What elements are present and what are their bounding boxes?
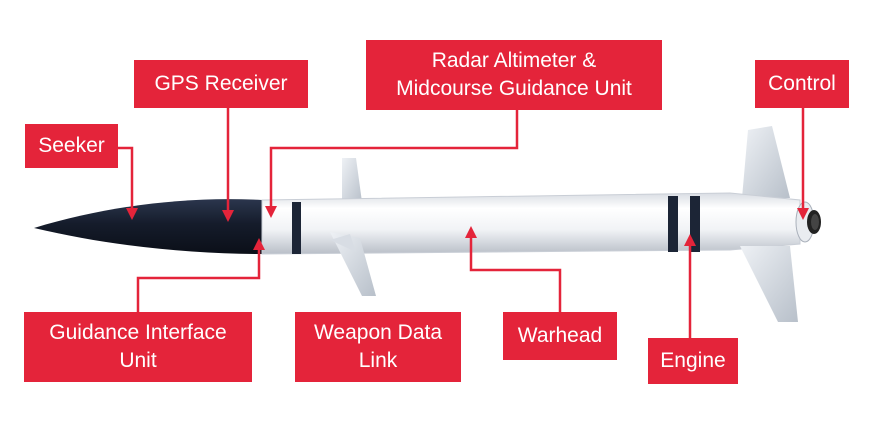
engine-label: Engine bbox=[648, 338, 738, 384]
engine-label-text: Engine bbox=[660, 349, 726, 372]
body-band-1 bbox=[292, 202, 301, 254]
radar-altimeter-label-line1: Radar Altimeter & bbox=[431, 49, 597, 72]
tail-nozzle-inner bbox=[811, 214, 819, 230]
guidance-interface-label-line2: Unit bbox=[119, 349, 157, 372]
seeker-label: Seeker bbox=[25, 124, 118, 168]
radar-altimeter-label: Radar Altimeter & Midcourse Guidance Uni… bbox=[366, 40, 662, 110]
weapon-data-link-label-line2: Link bbox=[358, 349, 398, 372]
gps-receiver-label: GPS Receiver bbox=[134, 60, 308, 108]
guidance-interface-label: Guidance Interface Unit bbox=[24, 312, 252, 382]
wing-under bbox=[330, 232, 376, 296]
warhead-label: Warhead bbox=[503, 312, 617, 360]
nose-cone bbox=[34, 199, 262, 254]
missile-body bbox=[261, 192, 801, 255]
guidance-callout bbox=[136, 248, 261, 312]
front-top-fin bbox=[342, 158, 362, 202]
engine-band-1 bbox=[668, 196, 678, 252]
warhead-callout bbox=[469, 236, 562, 312]
rear-top-fin bbox=[742, 126, 790, 198]
engine-band-2 bbox=[690, 196, 700, 252]
callout-arrowheads bbox=[126, 206, 809, 250]
warhead-label-text: Warhead bbox=[517, 324, 603, 347]
weapon-data-link-label-line1: Weapon Data bbox=[313, 321, 443, 344]
control-label: Control bbox=[755, 60, 849, 108]
rear-bottom-fin bbox=[740, 246, 798, 322]
callout-lines bbox=[118, 108, 805, 340]
seeker-callout bbox=[118, 146, 134, 210]
radar-altimeter-label-line2: Midcourse Guidance Unit bbox=[396, 77, 632, 100]
seeker-label-text: Seeker bbox=[38, 134, 105, 157]
wing-mid bbox=[330, 234, 356, 252]
control-label-text: Control bbox=[768, 72, 836, 95]
radar-callout bbox=[269, 110, 519, 208]
weapon-data-link-label: Weapon Data Link bbox=[295, 312, 461, 382]
gps-receiver-label-text: GPS Receiver bbox=[154, 72, 288, 95]
guidance-interface-label-line1: Guidance Interface bbox=[49, 321, 227, 344]
